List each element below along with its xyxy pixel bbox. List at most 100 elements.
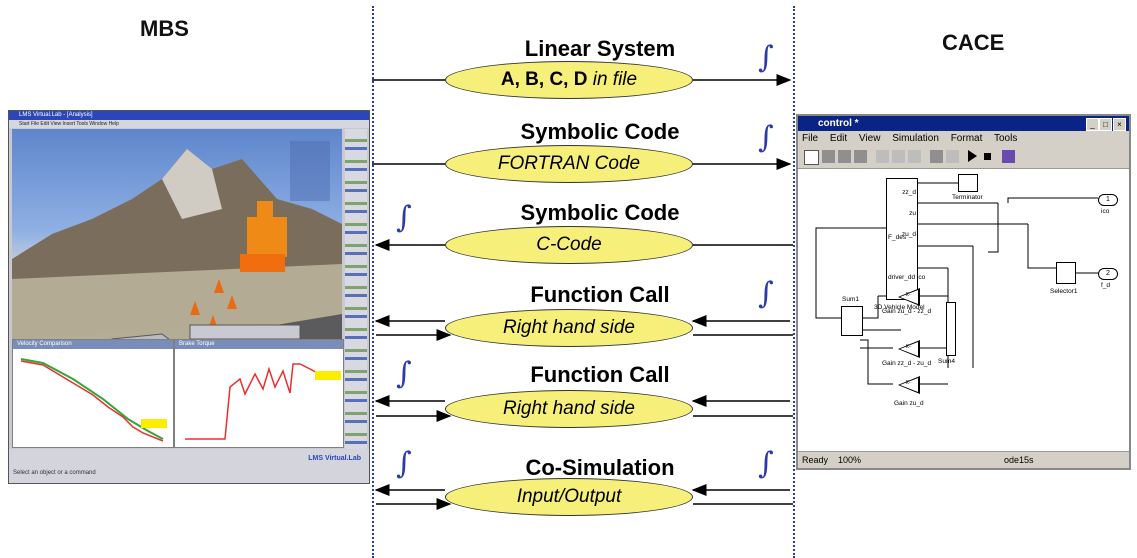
- sum1-label: Sum1: [842, 296, 859, 303]
- mbs-bottom-toolbar: LMS Virtual.Lab Select an object or a co…: [9, 449, 369, 483]
- plain-shape: [12, 264, 342, 339]
- outport-2-label: f_d: [1101, 282, 1111, 289]
- copy-icon[interactable]: [892, 150, 905, 163]
- menu-format[interactable]: Format: [950, 133, 983, 144]
- gain2-block[interactable]: [898, 340, 920, 358]
- row6-ellipse-text: Input/Output: [516, 486, 622, 507]
- row1-ellipse-bold: A, B, C, D: [500, 69, 588, 90]
- stop-icon[interactable]: [984, 153, 991, 160]
- gain3-label: Gain zu_d: [894, 400, 924, 407]
- paste-icon[interactable]: [908, 150, 921, 163]
- terminator-block[interactable]: [958, 174, 978, 192]
- menu-tools[interactable]: Tools: [993, 133, 1018, 144]
- maximize-button[interactable]: □: [1099, 118, 1112, 131]
- menu-edit[interactable]: Edit: [829, 133, 848, 144]
- sum1-block[interactable]: [841, 306, 863, 336]
- cace-statusbar: Ready 100% ode15s: [798, 451, 1129, 468]
- save-icon[interactable]: [838, 150, 851, 163]
- mbs-titlebar: LMS Virtual.Lab - [Analysis]: [9, 111, 369, 120]
- player-control: [189, 324, 301, 340]
- brake-plot: Brake Torque: [174, 339, 344, 448]
- snow-shape: [162, 149, 222, 219]
- vm-output-label-3: zu_d: [901, 231, 916, 238]
- orientation-widget: [290, 141, 330, 201]
- sum4-block[interactable]: [946, 302, 956, 356]
- row1-ellipse-italic: in file: [587, 69, 638, 90]
- integral-icon: ∫: [758, 276, 774, 311]
- cace-window-title: control *: [798, 116, 1129, 131]
- vm-output-label-1: zz_d: [902, 189, 916, 196]
- row5-ellipse: Right hand side: [445, 390, 693, 428]
- cace-screenshot: control * _ □ × File Edit View Simulatio…: [796, 114, 1131, 470]
- status-ready: Ready: [802, 455, 829, 465]
- cone: [227, 295, 237, 309]
- library-icon[interactable]: [1002, 150, 1015, 163]
- cace-header: CACE: [942, 30, 1005, 55]
- row2-title: Symbolic Code: [520, 119, 680, 144]
- gain2-label: Gain zz_d - zu_d: [882, 360, 932, 367]
- menu-view[interactable]: View: [858, 133, 881, 144]
- mbs-screenshot: LMS Virtual.Lab - [Analysis] Start File …: [8, 110, 370, 484]
- menu-file[interactable]: File: [802, 133, 819, 144]
- undo-icon[interactable]: [930, 150, 943, 163]
- row4-title: Function Call: [530, 282, 670, 307]
- cace-toolbar: [798, 146, 1129, 169]
- gain1-block[interactable]: [898, 288, 920, 306]
- mbs-header: MBS: [140, 16, 189, 41]
- mbs-status: Select an object or a command: [13, 470, 96, 476]
- integral-icon: ∫: [396, 356, 412, 391]
- row3-ellipse: C-Code: [445, 226, 693, 264]
- selector-block[interactable]: [1056, 262, 1076, 284]
- gain1-value: -K-: [904, 292, 911, 298]
- row1-title: Linear System: [524, 36, 676, 61]
- row6-ellipse: Input/Output: [445, 478, 693, 516]
- status-zoom: 100%: [838, 455, 862, 465]
- gain3-value: -K-: [904, 380, 911, 386]
- sum4-label: Sum4: [938, 358, 955, 365]
- row2-ellipse-text: FORTRAN Code: [497, 153, 641, 174]
- integral-icon: ∫: [396, 200, 412, 235]
- outport-1[interactable]: 1: [1098, 194, 1118, 206]
- loader-cab: [257, 201, 273, 217]
- mbs-menubar: Start File Edit View Insert Tools Window…: [9, 120, 369, 128]
- menu-simulation[interactable]: Simulation: [892, 133, 939, 144]
- print-icon[interactable]: [854, 150, 867, 163]
- minimize-button[interactable]: _: [1086, 118, 1099, 131]
- status-solver: ode15s: [1004, 455, 1034, 465]
- row4-ellipse-text: Right hand side: [502, 317, 636, 338]
- open-folder-icon[interactable]: [822, 150, 835, 163]
- cone: [190, 301, 200, 315]
- left-divider: [372, 6, 374, 558]
- mbs-right-toolbar[interactable]: [345, 129, 367, 459]
- integral-icon: ∫: [758, 446, 774, 481]
- row5-title: Function Call: [530, 362, 670, 387]
- gain1-label: Gain zu_d - zz_d: [882, 308, 932, 315]
- cace-wires: [815, 182, 1098, 385]
- gain2-value: -K-: [904, 344, 911, 350]
- row6-title: Co-Simulation: [525, 455, 675, 480]
- outport-2[interactable]: 2: [1098, 268, 1118, 280]
- gain3-block[interactable]: [898, 376, 920, 394]
- vehicle-model-label: 3D Vehicle Model: [874, 304, 925, 311]
- integral-icon: ∫: [758, 120, 774, 155]
- redo-icon[interactable]: [946, 150, 959, 163]
- cut-icon[interactable]: [876, 150, 889, 163]
- close-button[interactable]: ×: [1113, 118, 1126, 131]
- row3-title: Symbolic Code: [520, 200, 680, 225]
- integral-icon: ∫: [396, 446, 412, 481]
- brake-plot-title: Brake Torque: [175, 340, 343, 349]
- play-icon[interactable]: [968, 150, 977, 162]
- vehicle-model-block[interactable]: F_des zz_d zu zu_d driver_dd ico: [886, 178, 925, 300]
- vm-input-label: F_des: [888, 234, 907, 241]
- loader-bucket: [240, 254, 285, 272]
- integral-icon: ∫: [758, 40, 774, 75]
- vm-output-label-2: zu: [909, 210, 916, 217]
- loader-body: [247, 217, 287, 257]
- new-file-icon[interactable]: [804, 150, 819, 165]
- velocity-plot: Velocity Comparison: [12, 339, 174, 448]
- cace-menubar: File Edit View Simulation Format Tools: [798, 131, 1129, 146]
- row3-ellipse-text: C-Code: [536, 234, 602, 255]
- mbs-brand: LMS Virtual.Lab: [308, 455, 361, 462]
- cone: [214, 279, 224, 293]
